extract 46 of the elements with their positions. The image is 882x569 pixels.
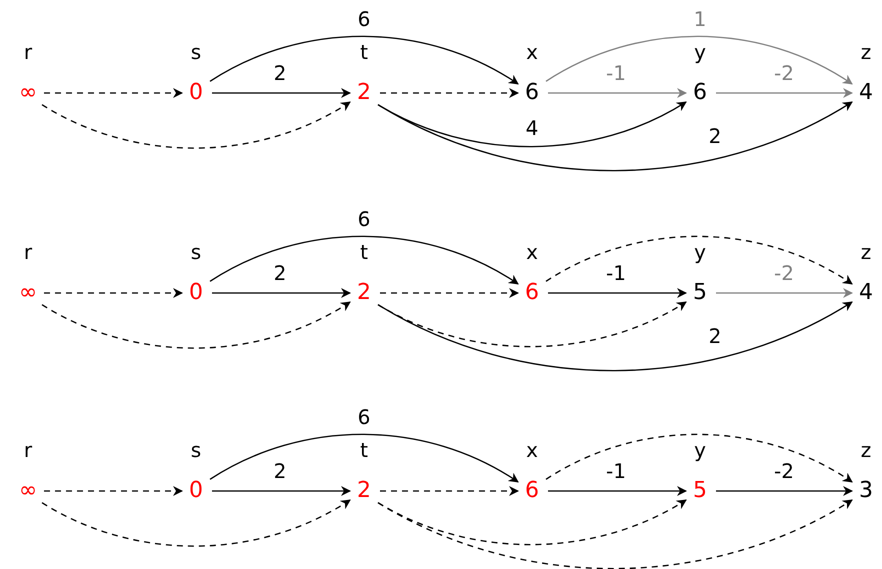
arrow: [212, 486, 351, 496]
arrow: [716, 88, 853, 98]
arrow: [548, 486, 687, 496]
arrow: [546, 236, 853, 284]
edge-label: 4: [524, 118, 540, 138]
node-name: z: [860, 440, 872, 460]
arrow: [378, 102, 853, 172]
node-name: y: [694, 440, 706, 460]
arrow: [380, 486, 519, 496]
arrow: [716, 288, 853, 298]
arrow: [378, 302, 853, 372]
node-name: x: [526, 440, 538, 460]
arrow: [212, 88, 351, 98]
node-name: x: [526, 242, 538, 262]
arrow: [380, 288, 519, 298]
arrow: [546, 434, 853, 482]
arrow: [42, 500, 351, 547]
arrow: [548, 288, 687, 298]
node-name: t: [360, 42, 368, 62]
arrow: [716, 486, 853, 496]
arrow: [546, 36, 853, 84]
arrow: [42, 102, 351, 149]
arrow: [44, 486, 183, 496]
node-name: t: [360, 440, 368, 460]
arrow: [210, 36, 519, 84]
arrow: [44, 88, 183, 98]
node-name: s: [190, 242, 202, 262]
arrow: [378, 500, 853, 569]
arrow: [212, 288, 351, 298]
node-name: s: [190, 42, 202, 62]
arrow: [380, 88, 519, 98]
arrow: [210, 236, 519, 284]
node-name: t: [360, 242, 368, 262]
arrow: [210, 434, 519, 482]
arrow: [42, 302, 351, 349]
node-name: x: [526, 42, 538, 62]
node-name: r: [24, 440, 32, 460]
arrow: [548, 88, 687, 98]
node-name: y: [694, 42, 706, 62]
node-name: z: [860, 242, 872, 262]
node-name: z: [860, 42, 872, 62]
arrow: [44, 288, 183, 298]
node-name: y: [694, 242, 706, 262]
node-name: r: [24, 42, 32, 62]
node-name: r: [24, 242, 32, 262]
node-name: s: [190, 440, 202, 460]
